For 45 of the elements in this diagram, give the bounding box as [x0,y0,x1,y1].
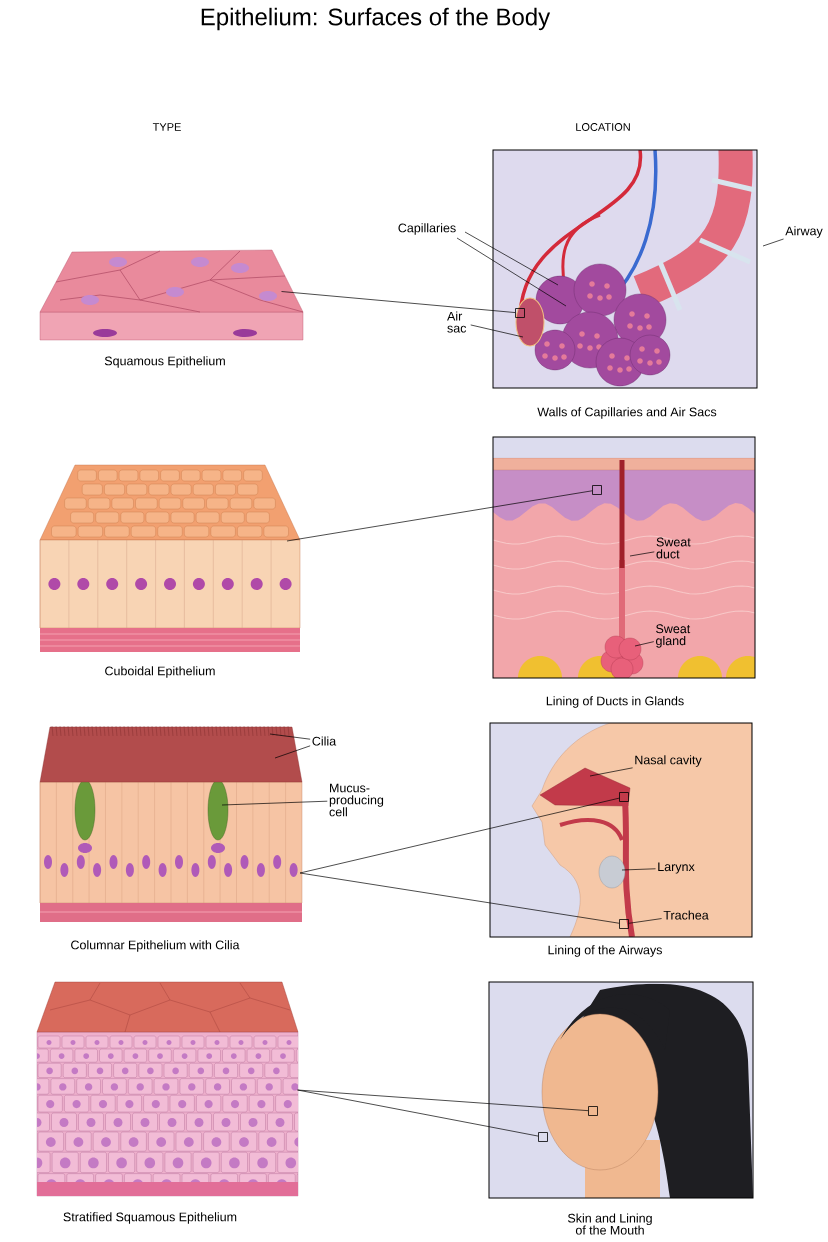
leader-line [629,551,655,557]
column-heading: LOCATION [576,123,630,131]
leader-line [299,797,620,874]
callout-label: Trachea [663,910,709,920]
leader-line [221,800,328,806]
callout-label: Mucus-producing cell [329,783,384,817]
picture-label: Walls of Capillaries and Air Sacs [537,407,717,419]
callout-label: Capillaries [398,223,456,235]
picture-label: Columnar Epithelium with Cilia [71,940,240,952]
leader-line [299,872,620,924]
marker-square [515,308,525,318]
picture-label: Cuboidal Epithelium [105,666,215,678]
marker-square [588,1106,598,1116]
leader-line [281,291,516,313]
marker-square [592,485,602,495]
leader-line [628,918,662,924]
picture-label: Squamous Epithelium [104,356,225,368]
leader-line [297,1089,589,1111]
leader-line [269,733,311,740]
callout-label: Sweat duct [656,537,691,559]
leader-line [621,868,656,871]
leader-line [274,745,311,759]
picture-label: Skin and Lining of the Mouth [567,1213,652,1235]
callout-label: Air sac [447,311,467,333]
leader-line [589,767,633,777]
marker-square [619,919,629,929]
leader-line [286,490,593,542]
callout-label: Airway [785,226,823,238]
callout-label: Sweat gland [656,624,691,648]
marker-square [619,792,629,802]
picture-label: Lining of the Airways [548,945,662,957]
picture-label: Stratified Squamous Epithelium [63,1212,237,1224]
leader-line [456,237,567,307]
marker-square [538,1132,548,1142]
picture-label: Lining of Ducts in Glands [546,696,684,708]
leader-line [762,238,784,247]
leader-line [297,1089,539,1137]
callout-label: Larynx [658,862,695,874]
leader-line [464,231,559,286]
leader-line [470,324,524,338]
callout-label: Nasal cavity [635,755,702,767]
title: Epithelium: Surfaces of the Body [201,7,551,31]
leader-line [634,641,655,647]
callout-label: Cilia [312,736,337,746]
column-heading: TYPE [152,123,181,131]
